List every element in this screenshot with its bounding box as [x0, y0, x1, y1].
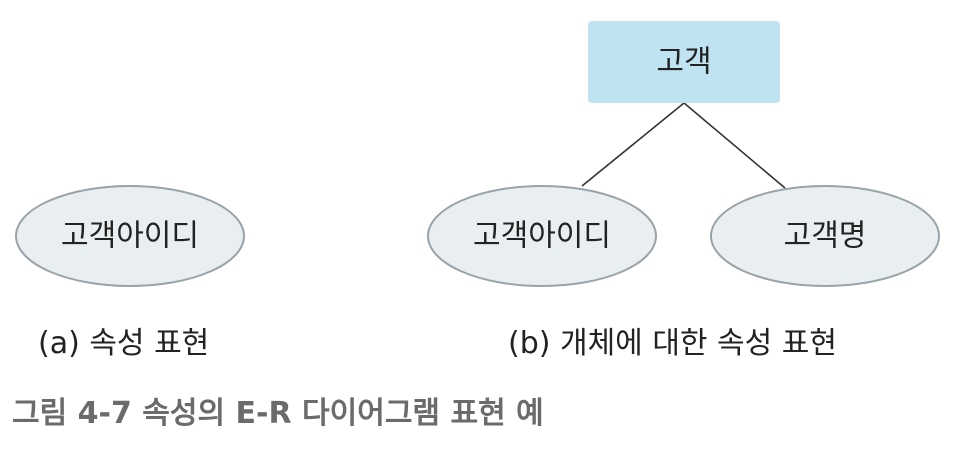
attribute-ellipse-a: 고객아이디: [15, 185, 245, 287]
caption-panel-b: (b) 개체에 대한 속성 표현: [508, 326, 837, 361]
caption-panel-a: (a) 속성 표현: [38, 326, 210, 361]
attribute-label-b1: 고객아이디: [473, 219, 611, 254]
relationship-line-entity-to-attribute-2: [683, 102, 786, 189]
attribute-label-a: 고객아이디: [61, 219, 199, 254]
attribute-ellipse-b1: 고객아이디: [427, 185, 657, 287]
entity-box: 고객: [588, 21, 780, 103]
attribute-label-b2: 고객명: [784, 219, 867, 254]
attribute-ellipse-b2: 고객명: [710, 185, 940, 287]
figure-title: 그림 4-7 속성의 E-R 다이어그램 표현 예: [12, 396, 544, 431]
entity-label: 고객: [656, 45, 711, 80]
relationship-line-entity-to-attribute-1: [581, 102, 685, 187]
